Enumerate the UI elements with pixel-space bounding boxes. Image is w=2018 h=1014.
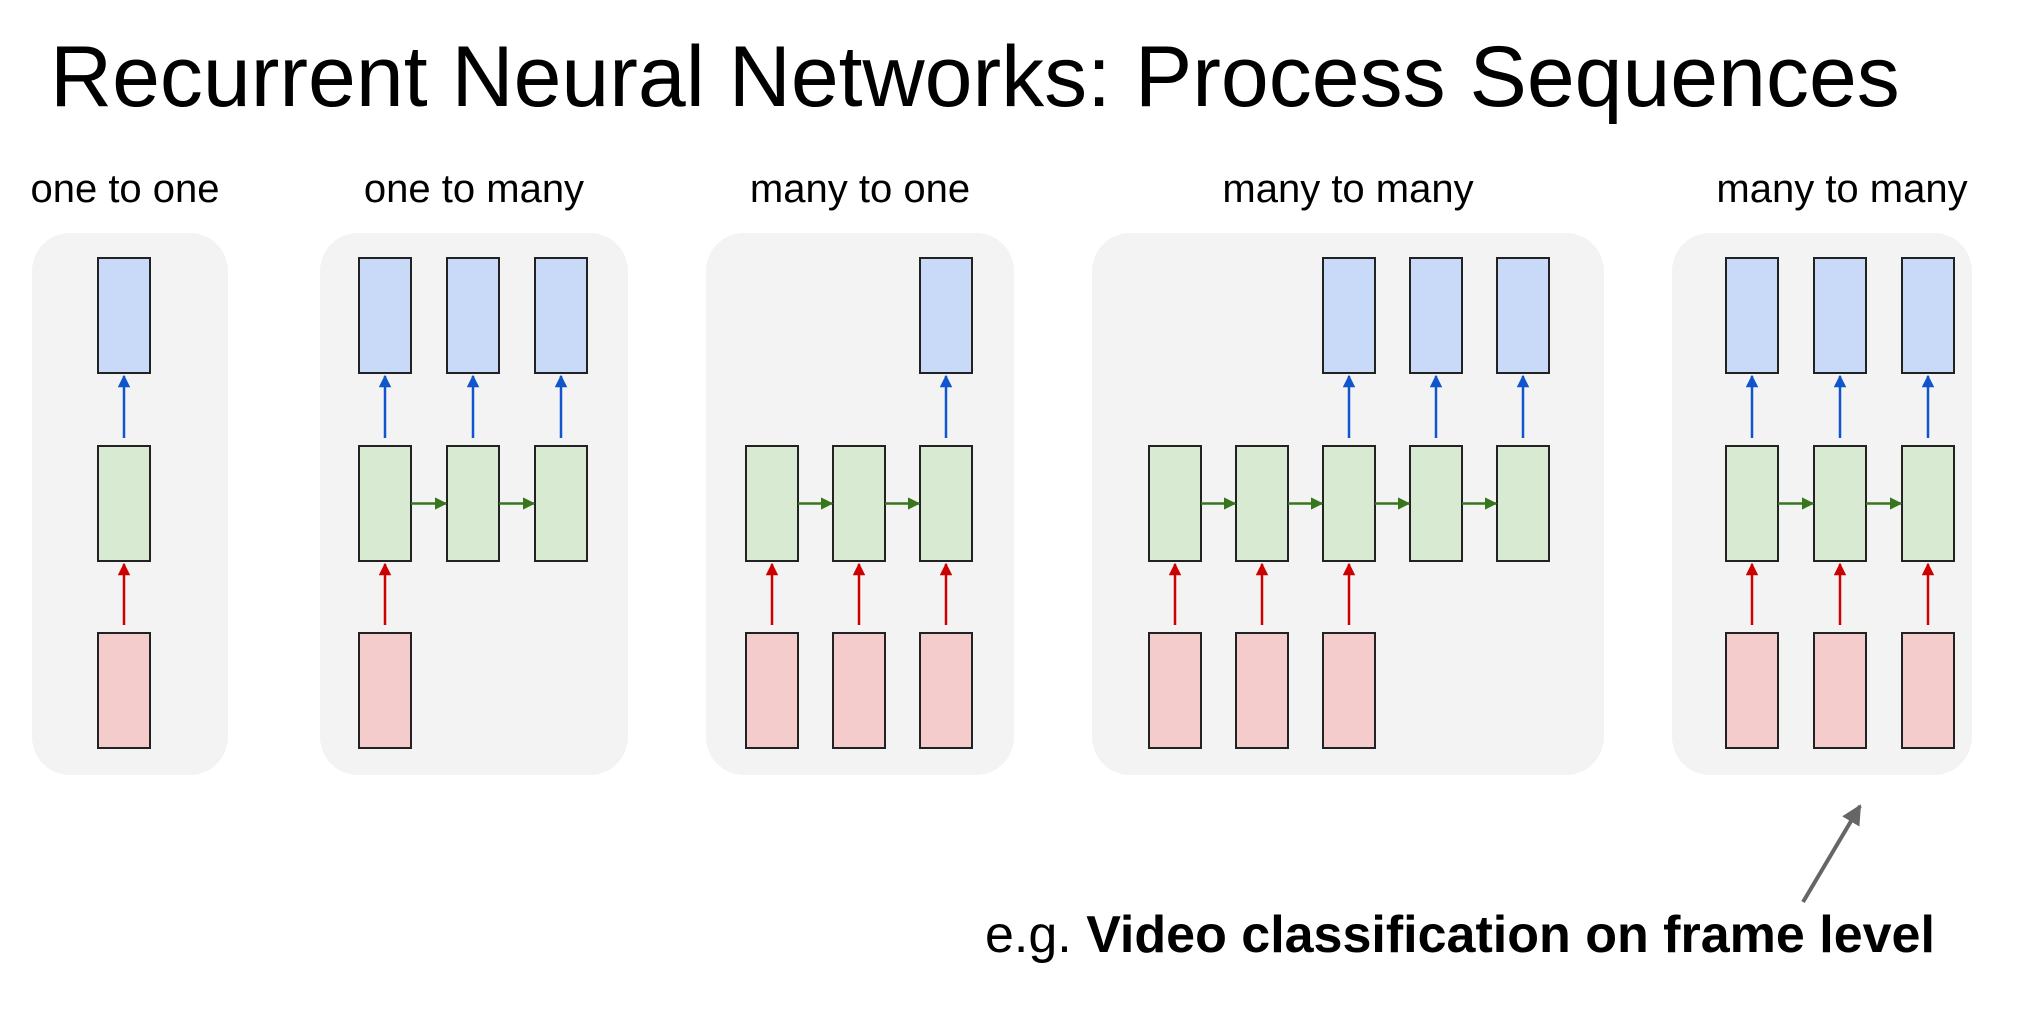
output-box	[1725, 257, 1779, 374]
hidden-state-box	[358, 445, 412, 562]
output-box	[919, 257, 973, 374]
input-box	[1235, 632, 1289, 749]
hidden-state-box	[97, 445, 151, 562]
hidden-state-box	[1235, 445, 1289, 562]
callout-layer	[1801, 804, 1862, 904]
panel-label: many to one	[750, 167, 970, 211]
callout-arrow	[1801, 804, 1862, 904]
input-box	[832, 632, 886, 749]
panel-3: many to one	[706, 167, 1014, 775]
caption: e.g. Video classification on frame level	[985, 905, 1935, 965]
hidden-state-box	[1813, 445, 1867, 562]
caption-prefix: e.g.	[985, 906, 1072, 964]
output-box	[1409, 257, 1463, 374]
caption-emphasis: Video classification on frame level	[1086, 906, 1935, 964]
hidden-state-box	[534, 445, 588, 562]
hidden-state-box	[1725, 445, 1779, 562]
output-box	[358, 257, 412, 374]
output-box	[1496, 257, 1550, 374]
input-box	[97, 632, 151, 749]
hidden-state-box	[832, 445, 886, 562]
hidden-state-box	[1322, 445, 1376, 562]
hidden-state-box	[1409, 445, 1463, 562]
panel-label: many to many	[1716, 167, 1967, 211]
hidden-state-box	[1148, 445, 1202, 562]
hidden-state-box	[745, 445, 799, 562]
panel-label: one to one	[30, 167, 219, 211]
panel-label: one to many	[364, 167, 584, 211]
input-box	[919, 632, 973, 749]
output-box	[534, 257, 588, 374]
panel-2: one to many	[320, 167, 628, 775]
output-box	[97, 257, 151, 374]
output-box	[1813, 257, 1867, 374]
input-box	[745, 632, 799, 749]
panel-4: many to many	[1092, 167, 1604, 775]
input-box	[1813, 632, 1867, 749]
output-box	[1901, 257, 1955, 374]
input-box	[1322, 632, 1376, 749]
slide-title: Recurrent Neural Networks: Process Seque…	[50, 29, 1900, 125]
input-box	[358, 632, 412, 749]
panel-label: many to many	[1222, 167, 1473, 211]
panel-5: many to many	[1672, 167, 1972, 775]
hidden-state-box	[446, 445, 500, 562]
input-box	[1725, 632, 1779, 749]
input-box	[1901, 632, 1955, 749]
hidden-state-box	[1496, 445, 1550, 562]
panel-1: one to one	[30, 167, 228, 775]
hidden-state-box	[919, 445, 973, 562]
hidden-state-box	[1901, 445, 1955, 562]
output-box	[1322, 257, 1376, 374]
output-box	[446, 257, 500, 374]
input-box	[1148, 632, 1202, 749]
panels-layer: one to one one to many many to one many to …	[30, 167, 1972, 775]
